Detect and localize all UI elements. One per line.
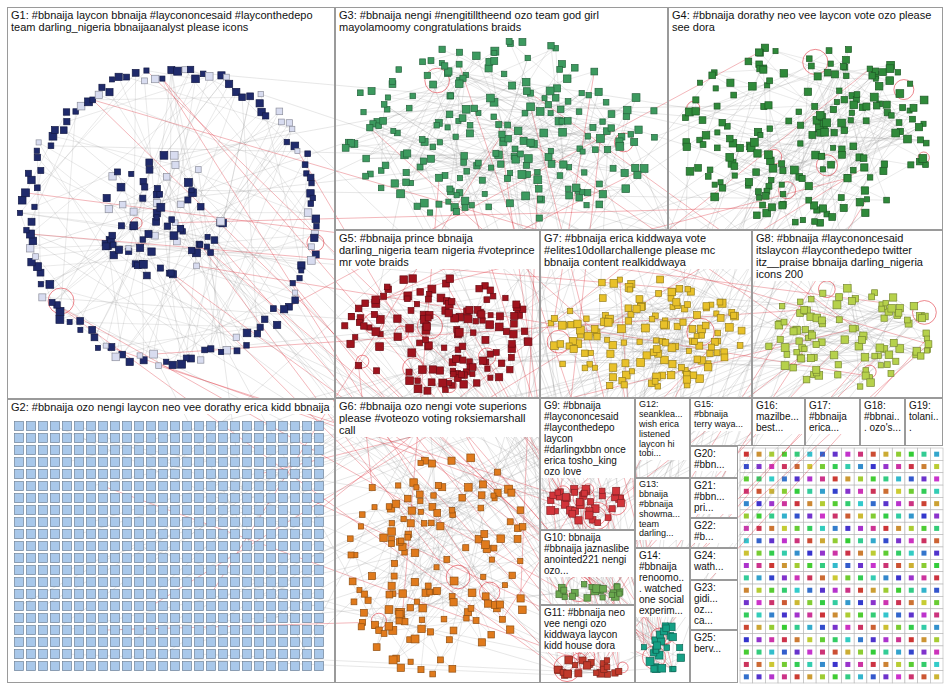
- network-canvas: G1: #bbnaija laycon bbnaija #laycononces…: [0, 0, 950, 688]
